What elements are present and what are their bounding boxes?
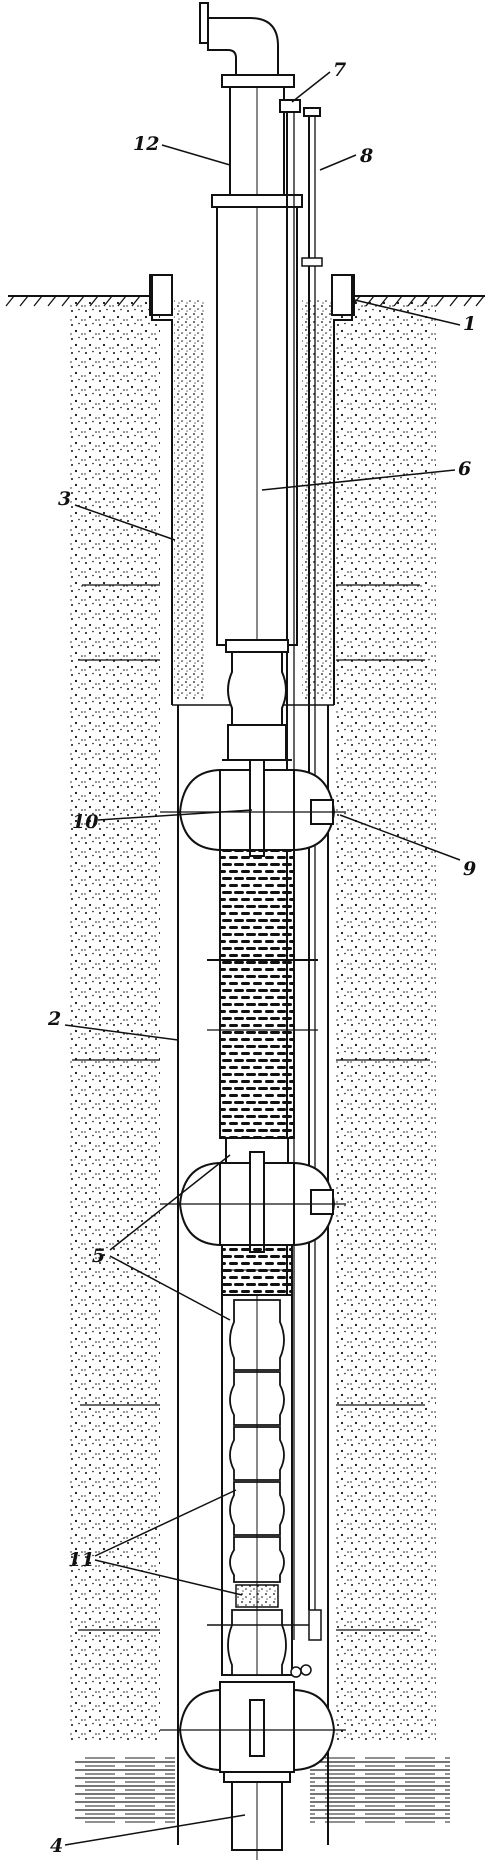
- label-8: 8: [359, 145, 373, 167]
- discharge-elbow: [199, 2, 295, 198]
- label-5: 5: [92, 1245, 105, 1267]
- conductor-casing: [149, 274, 355, 705]
- label-2: 2: [47, 1008, 61, 1030]
- centralizer-upper: [160, 759, 346, 857]
- label-12: 12: [133, 133, 159, 155]
- label-3: 3: [58, 488, 71, 510]
- suction-pipe: [223, 1771, 291, 1860]
- level-gauge-tube: [301, 107, 323, 1610]
- shaft-coupling-upper: [222, 639, 292, 761]
- centralizer-lower: [160, 1681, 346, 1773]
- label-10: 10: [72, 811, 98, 833]
- centralizer-middle: [160, 1151, 346, 1253]
- label-7: 7: [333, 59, 346, 81]
- pump-stages: [207, 1294, 318, 1676]
- intake-screen: [221, 1244, 293, 1296]
- label-6: 6: [458, 458, 471, 480]
- label-9: 9: [463, 858, 476, 880]
- label-4: 4: [50, 1835, 63, 1857]
- label-11: 11: [68, 1549, 94, 1571]
- label-1: 1: [463, 313, 476, 335]
- soil-strata: [70, 300, 436, 1740]
- groundwater-level: [75, 1755, 450, 1825]
- callout-labels: 12 7 8 1 6 3 10 9 2 5 11 4: [47, 59, 476, 1857]
- filter-screen: [207, 849, 318, 1164]
- cable-clamp: [290, 1609, 322, 1678]
- riser-column: [211, 194, 303, 646]
- cement-annulus: [174, 300, 332, 700]
- leader-lines: [64, 71, 461, 1846]
